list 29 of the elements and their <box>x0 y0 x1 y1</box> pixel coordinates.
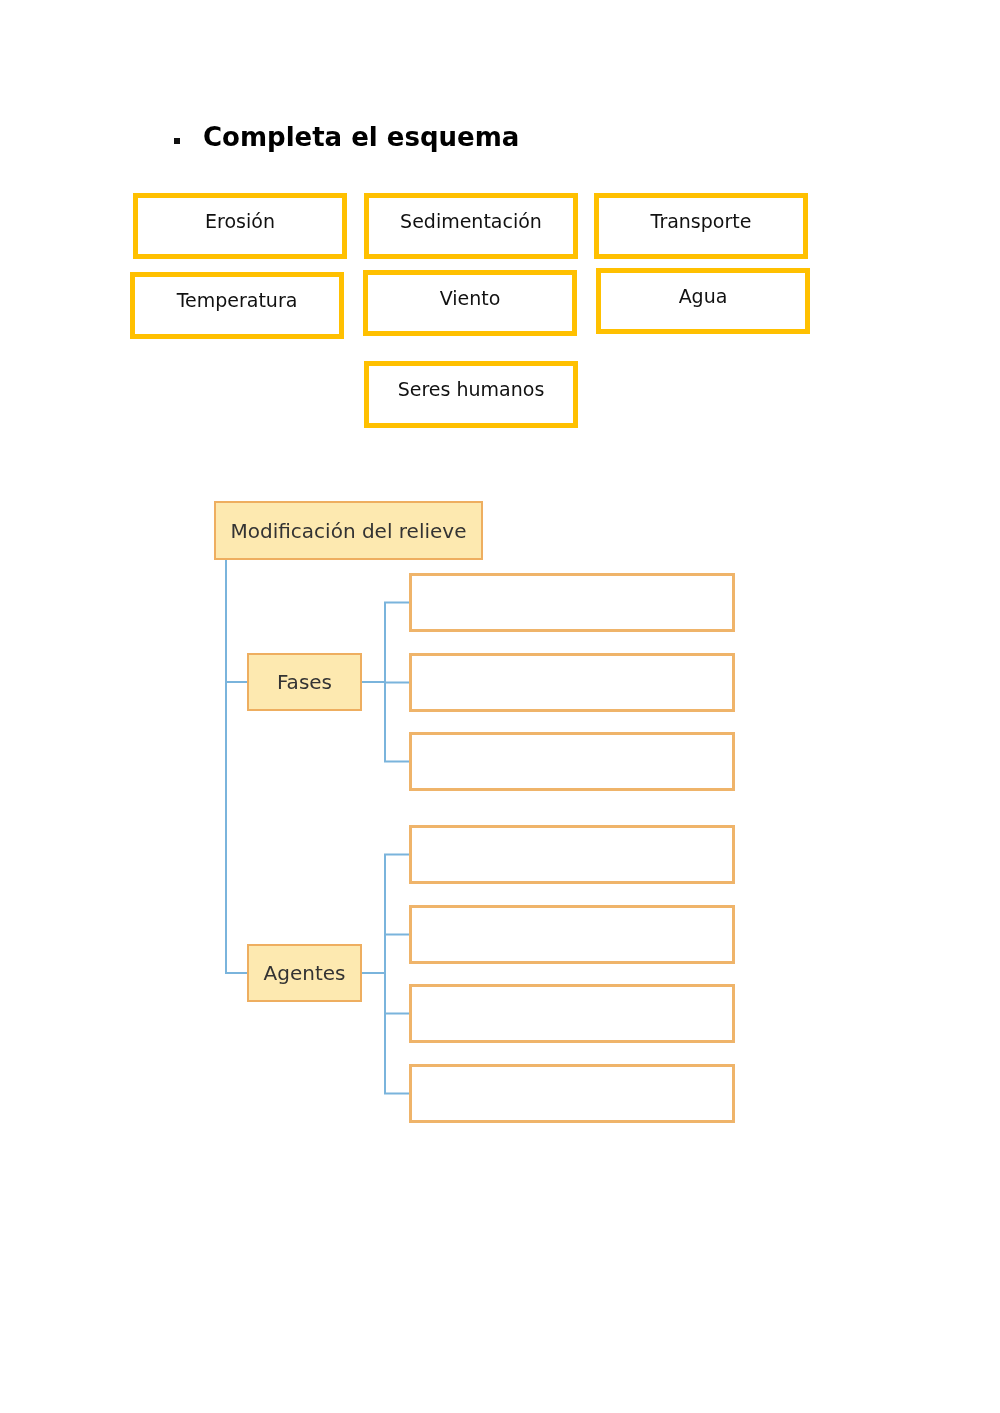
word-label: Agua <box>678 285 728 307</box>
concept-box <box>247 653 362 711</box>
answer-box <box>409 653 735 712</box>
concept-label: Modificación del relieve <box>230 518 467 543</box>
answer-box <box>409 732 735 791</box>
word-card <box>364 361 578 428</box>
answer-box <box>409 905 735 964</box>
word-label: Sedimentación <box>400 210 542 232</box>
word-label: Transporte <box>650 210 752 232</box>
word-label: Viento <box>439 287 501 309</box>
word-card <box>133 193 347 259</box>
word-card <box>130 272 344 339</box>
answer-box <box>409 573 735 632</box>
concept-box <box>214 501 483 560</box>
answer-box <box>409 825 735 884</box>
answer-box <box>409 1064 735 1123</box>
concept-box <box>247 944 362 1002</box>
word-card <box>594 193 808 259</box>
word-card <box>363 270 577 336</box>
concept-label: Agentes <box>263 961 346 985</box>
title: Completa el esquema <box>203 122 520 152</box>
connector-line <box>361 681 410 763</box>
word-card <box>364 193 578 259</box>
word-label: Seres humanos <box>397 378 545 400</box>
word-label: Erosión <box>205 210 275 232</box>
answer-box <box>409 984 735 1043</box>
concept-label: Fases <box>276 670 333 694</box>
word-card <box>596 268 810 334</box>
word-label: Temperatura <box>176 289 298 311</box>
